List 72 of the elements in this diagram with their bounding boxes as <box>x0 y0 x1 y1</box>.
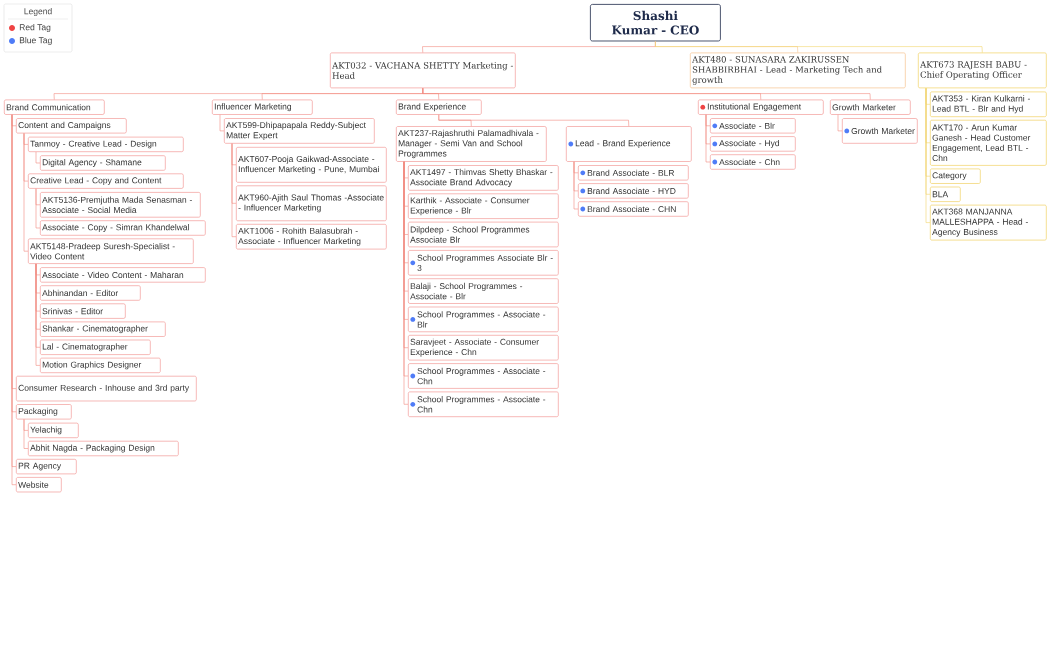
role-box: AKT1006 - Rohith Balasubrah - Associate - Influencer Marketing <box>236 224 387 250</box>
role-box: AKT237-Rajashruthi Palamadhivala - Manager - Semi Van and School Programmes <box>396 126 547 162</box>
legend-text: Red Tag <box>19 24 51 32</box>
role-box: Motion Graphics Designer <box>40 357 161 373</box>
ceo-box: Shashi Kumar - CEO <box>590 4 721 42</box>
connector <box>35 188 41 229</box>
role-box: Brand Communication <box>4 99 105 115</box>
role-box: AKT1497 - Thimvas Shetty Bhaskar - Associate Brand Advocacy <box>408 165 559 191</box>
manager-box: AKT032 - VACHANA SHETTY Marketing - Head <box>330 52 516 89</box>
role-box: PR Agency <box>16 459 77 475</box>
role-box: Abhit Nagda - Packaging Design <box>28 440 179 457</box>
connector <box>35 263 41 366</box>
role-box: Institutional Engagement <box>698 99 824 115</box>
role-box: Saravjeet - Associate - Consumer Experience - Chn <box>408 335 559 361</box>
role-box: Shankar - Cinematographer <box>40 321 166 337</box>
legend-text: Blue Tag <box>19 37 52 45</box>
role-box: BLA <box>930 186 961 202</box>
role-box: Yelachig <box>28 422 79 438</box>
connector <box>35 151 41 164</box>
role-box: Dilpdeep - School Programmes Associate Blr <box>408 221 559 248</box>
connector <box>422 87 871 100</box>
role-box: Packaging <box>16 404 72 420</box>
connector <box>705 114 711 163</box>
role-box: AKT353 - Kiran Kulkarni - Lead BTL - Blr and Hyd <box>930 91 1047 117</box>
connector <box>925 87 931 223</box>
role-box: AKT960-Ajith Saul Thomas -Associate - Influencer Marketing <box>236 185 387 222</box>
role-box: Growth Marketer <box>842 118 918 144</box>
role-box: Category <box>930 168 981 184</box>
role-box: School Programmes - Associate - Chn <box>408 391 559 417</box>
connector <box>655 41 983 53</box>
role-box: AKT599-Dhipapapala Reddy-Subject Matter Expert <box>224 118 375 144</box>
role-box: Growth Marketer <box>830 99 911 115</box>
connector <box>219 114 225 132</box>
role-box: AKT5148-Pradeep Suresh-Specialist - Video Content <box>28 238 194 264</box>
manager-box: AKT673 RAJESH BABU - Chief Operating Officer <box>918 52 1047 89</box>
role-box: Consumer Research - Inhouse and 3rd party <box>16 375 197 402</box>
manager-box: AKT480 - SUNASARA ZAKIRUSSEN SHABBIRBHAI - Lead - Marketing Tech and growth <box>690 52 906 89</box>
role-box: Influencer Marketing <box>212 99 313 115</box>
role-box: Associate - Hyd <box>710 136 796 152</box>
role-box: Associate - Blr <box>710 118 796 134</box>
connector <box>438 114 630 127</box>
legend-title: Legend <box>24 8 52 16</box>
role-box: Brand Experience <box>396 99 482 115</box>
connector <box>23 419 29 449</box>
connector <box>23 133 29 252</box>
connector <box>837 114 843 132</box>
role-box: Brand Associate - HYD <box>578 183 689 199</box>
role-box: AKT5136-Premjutha Mada Senasman - Associate - Social Media <box>40 192 201 218</box>
role-box: Lal - Cinematographer <box>40 339 151 355</box>
role-box: Associate - Video Content - Maharan <box>40 267 206 283</box>
role-box: AKT607-Pooja Gaikwad-Associate - Influencer Marketing - Pune, Mumbai <box>236 147 387 183</box>
role-box: Tanmoy - Creative Lead - Design <box>28 136 184 152</box>
connector <box>573 161 579 210</box>
role-box: Karthik - Associate - Consumer Experience - Blr <box>408 193 559 219</box>
role-box: AKT368 MANJANNA MALLESHAPPA - Head - Agency Business <box>930 204 1047 241</box>
connector <box>231 143 237 237</box>
role-box: Creative Lead - Copy and Content <box>28 173 184 189</box>
role-box: School Programmes - Associate - Blr <box>408 306 559 333</box>
role-box: Abhinandan - Editor <box>40 285 141 301</box>
role-box: Brand Associate - BLR <box>578 165 689 181</box>
role-box: School Programmes - Associate - Chn <box>408 363 559 389</box>
role-box: Content and Campaigns <box>16 118 127 134</box>
role-box: Associate - Chn <box>710 154 796 170</box>
role-box: Digital Agency - Shamane <box>40 155 166 171</box>
role-box: School Programmes Associate Blr - 3 <box>408 250 559 276</box>
role-box: AKT170 - Arun Kumar Ganesh - Head Customer Engagement, Lead BTL - Chn <box>930 119 1047 166</box>
role-box: Associate - Copy - Simran Khandelwal <box>40 220 206 236</box>
role-box: Lead - Brand Experience <box>566 126 692 162</box>
role-box: Website <box>16 477 62 493</box>
role-box: Srinivas - Editor <box>40 303 126 319</box>
role-box: Balaji - School Programmes - Associate - Blr <box>408 278 559 304</box>
role-box: Brand Associate - CHN <box>578 201 689 217</box>
